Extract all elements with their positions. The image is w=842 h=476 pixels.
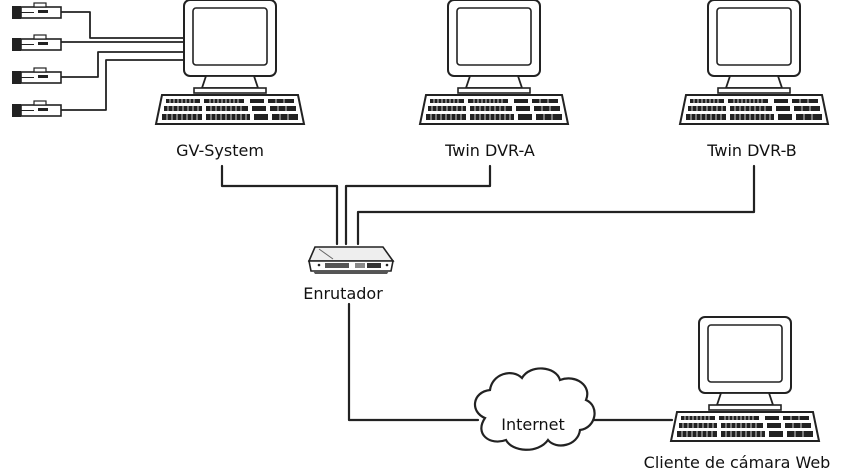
network-links xyxy=(220,164,756,422)
camera-icon xyxy=(11,67,62,85)
web-client-computer-icon xyxy=(670,316,820,442)
router-label: Enrutador xyxy=(303,284,383,303)
web-client-label: Cliente de cámara Web xyxy=(644,453,831,472)
gv-system-label: GV-System xyxy=(176,141,264,160)
camera-cables xyxy=(60,11,186,111)
camera-icon xyxy=(11,34,62,52)
gv-system-computer-icon xyxy=(155,0,305,125)
twin-dvr-a-computer-icon xyxy=(419,0,569,125)
cloud-icon xyxy=(474,367,596,451)
twin-dvr-b-computer-icon xyxy=(679,0,829,125)
twin-dvr-b-label: Twin DVR-B xyxy=(706,141,797,160)
camera-icon xyxy=(11,2,62,20)
twin-dvr-a-label: Twin DVR-A xyxy=(444,141,535,160)
internet-label: Internet xyxy=(501,415,565,434)
camera-icon xyxy=(11,100,62,118)
router-icon xyxy=(307,246,395,274)
